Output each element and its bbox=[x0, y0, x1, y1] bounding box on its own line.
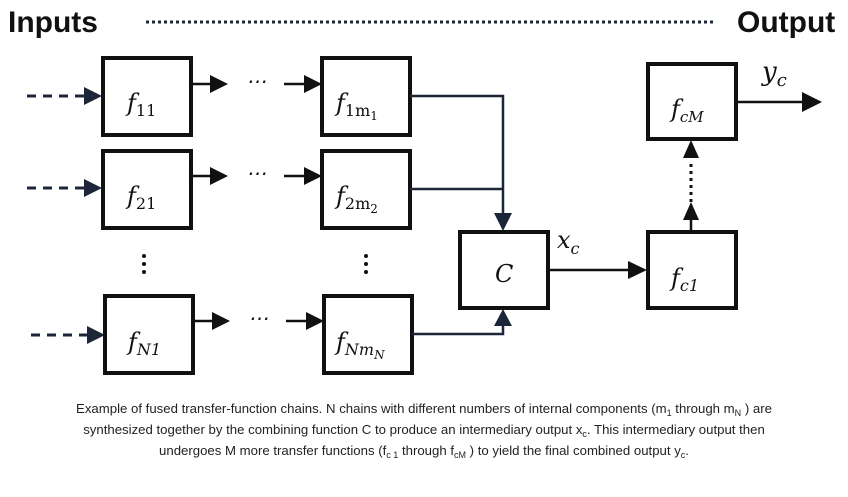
input-arrow-N bbox=[31, 326, 105, 344]
caption-text: . bbox=[685, 443, 689, 458]
caption-subscript: c bbox=[680, 450, 686, 460]
caption-text: ) are synthesized together by the combin… bbox=[83, 401, 772, 437]
label-yc: yc bbox=[761, 57, 787, 91]
caption-text: ) to yield the final combined output y bbox=[466, 443, 681, 458]
caption-subscript: c bbox=[582, 429, 587, 439]
caption-subscript: c 1 bbox=[386, 450, 399, 460]
arrow-f1m1-in bbox=[284, 75, 322, 93]
arrow-f21-out bbox=[191, 167, 228, 185]
label-fcM: fcM bbox=[669, 95, 704, 126]
caption-text: through m bbox=[671, 401, 735, 416]
caption-text: Example of fused transfer-function chain… bbox=[76, 401, 667, 416]
box-f2m2: f2m2 bbox=[320, 149, 412, 230]
caption-subscript: N bbox=[734, 408, 742, 418]
inputs-header: Inputs bbox=[8, 6, 98, 39]
arrow-output bbox=[736, 92, 822, 112]
v-ellipsis-right bbox=[364, 254, 368, 274]
box-f1m1: f1m1 bbox=[320, 56, 412, 137]
arrow-fNmN-in bbox=[286, 312, 324, 330]
h-ellipsis-N: ⋯ bbox=[248, 306, 268, 330]
box-fN1: fN1 bbox=[103, 294, 195, 375]
figure-caption: Example of fused transfer-function chain… bbox=[0, 398, 848, 461]
v-ellipsis-left bbox=[142, 254, 146, 274]
arrow-fN1-out bbox=[193, 312, 230, 330]
transfer-function-diagram: Inputs Output f11 ⋯ f1m1 f21 ⋯ bbox=[8, 6, 835, 375]
h-ellipsis-1: ⋯ bbox=[246, 69, 266, 93]
caption-text: through f bbox=[398, 443, 454, 458]
label-xc: xc bbox=[557, 226, 580, 258]
box-f11: f11 bbox=[101, 56, 193, 137]
arrow-f2m2-in bbox=[284, 167, 322, 185]
h-ellipsis-2: ⋯ bbox=[246, 161, 266, 185]
arrow-c-to-fc1 bbox=[548, 261, 647, 279]
input-arrow-2 bbox=[27, 179, 102, 197]
box-fNmN: fNmN bbox=[322, 294, 414, 375]
box-fcM: fcM bbox=[646, 62, 738, 141]
caption-text: . This intermediary output then undergoe… bbox=[159, 422, 765, 458]
connector-chainN-to-c bbox=[412, 309, 512, 336]
box-fc1: fc1 bbox=[646, 230, 738, 310]
label-fNmN: fNmN bbox=[334, 328, 385, 362]
input-arrow-1 bbox=[27, 87, 102, 105]
arrow-fc1-to-fcM bbox=[683, 140, 699, 232]
caption-subscript: 1 bbox=[666, 408, 672, 418]
box-f21: f21 bbox=[101, 149, 193, 230]
box-combiner-c: C bbox=[458, 230, 550, 310]
connector-chain1-to-c bbox=[410, 94, 505, 215]
connector-chain2-to-c bbox=[410, 187, 512, 231]
arrow-f11-out bbox=[191, 75, 228, 93]
label-c: C bbox=[495, 260, 513, 288]
output-header: Output bbox=[737, 6, 835, 39]
caption-subscript: cM bbox=[454, 450, 466, 460]
